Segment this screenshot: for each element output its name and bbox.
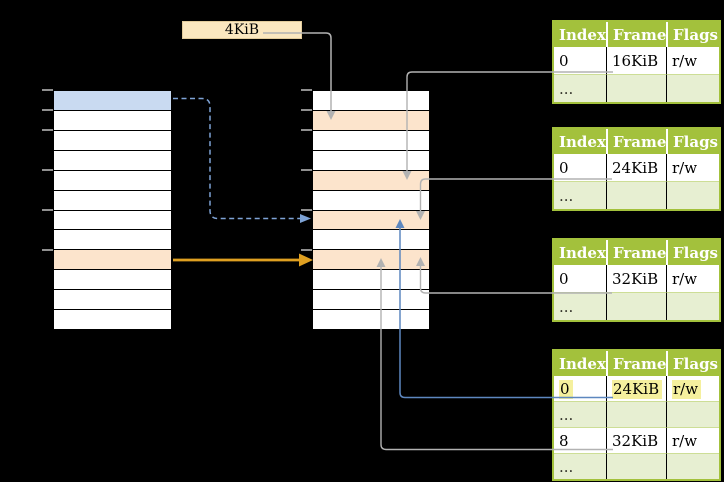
page-table-16kib-r0-c0: 0 xyxy=(554,47,606,74)
page-table-level2-row-3: ... xyxy=(554,453,719,479)
middle-memory-row-1 xyxy=(313,110,429,131)
column-header-frame: Frame xyxy=(606,22,666,47)
page-table-24kib-r0-c1: 24KiB xyxy=(606,154,666,181)
left-memory-tick xyxy=(42,169,53,171)
column-header-flags: Flags xyxy=(666,129,719,154)
middle-memory-row-0 xyxy=(313,91,429,111)
page-table-16kib-r1-c0: ... xyxy=(554,74,606,102)
page-table-16kib-r1-c2 xyxy=(666,74,719,102)
left-memory-row-11 xyxy=(54,310,171,330)
middle-memory-tick xyxy=(301,249,312,251)
page-table-level2-row-1: ... xyxy=(554,401,719,427)
middle-memory-row-10 xyxy=(313,290,429,311)
page-table-level2-r3-c0: ... xyxy=(554,453,606,479)
page-table-24kib-r1-c0: ... xyxy=(554,181,606,209)
page-table-16kib-r1-c1 xyxy=(606,74,666,102)
middle-memory-tick xyxy=(301,89,312,91)
page-table-24kib-r0-c2: r/w xyxy=(666,154,719,181)
middle-memory-tick xyxy=(301,209,312,211)
page-table-level2-r0-c0: 0 xyxy=(554,376,606,401)
page-table-level2-r2-c0: 8 xyxy=(554,427,606,453)
middle-memory-row-5 xyxy=(313,190,429,211)
page-table-level2-r3-c2 xyxy=(666,453,719,479)
page-table-32kib-r0-c2: r/w xyxy=(666,265,719,292)
page-table-level2-r0-c2: r/w xyxy=(666,376,719,401)
left-memory-row-2 xyxy=(54,130,171,151)
page-table-level2-r2-c2: r/w xyxy=(666,427,719,453)
left-memory-row-9 xyxy=(54,270,171,291)
left-memory-row-10 xyxy=(54,290,171,311)
page-table-32kib-r1-c0: ... xyxy=(554,292,606,320)
left-memory-tick xyxy=(42,129,53,131)
page-table-16kib-r0-c2: r/w xyxy=(666,47,719,74)
page-table-16kib-row-1: ... xyxy=(554,74,719,102)
page-table-16kib-r0-c1: 16KiB xyxy=(606,47,666,74)
middle-memory-tick xyxy=(301,109,312,111)
column-header-frame: Frame xyxy=(606,129,666,154)
column-header-flags: Flags xyxy=(666,351,719,376)
page-table-24kib-row-1: ... xyxy=(554,181,719,209)
column-header-frame: Frame xyxy=(606,240,666,265)
page-table-32kib-r1-c1 xyxy=(606,292,666,320)
column-header-flags: Flags xyxy=(666,240,719,265)
column-header-frame: Frame xyxy=(606,351,666,376)
middle-memory-row-9 xyxy=(313,270,429,291)
page-table-32kib-row-1: ... xyxy=(554,292,719,320)
left-memory-tick xyxy=(42,89,53,91)
arrow-virtual-to-physical-dashed-icon xyxy=(173,97,311,223)
page-table-level2-r0-c1: 24KiB xyxy=(606,376,666,401)
middle-memory-row-3 xyxy=(313,150,429,171)
middle-memory-row-6 xyxy=(313,210,429,231)
column-header-index: Index xyxy=(554,22,606,47)
page-size-label: 4KiB xyxy=(182,21,302,39)
page-table-32kib-r0-c0: 0 xyxy=(554,265,606,292)
page-table-32kib-r1-c2 xyxy=(666,292,719,320)
middle-memory-row-4 xyxy=(313,170,429,191)
virtual-memory-column xyxy=(53,90,172,330)
page-table-24kib-r1-c1 xyxy=(606,181,666,209)
left-memory-row-3 xyxy=(54,150,171,171)
page-table-32kib-r0-c1: 32KiB xyxy=(606,265,666,292)
middle-memory-row-8 xyxy=(313,250,429,271)
middle-memory-row-7 xyxy=(313,230,429,251)
middle-memory-row-2 xyxy=(313,130,429,151)
physical-memory-column xyxy=(312,90,430,330)
middle-memory-tick xyxy=(301,129,312,131)
page-table-level2-r1-c0: ... xyxy=(554,401,606,427)
page-table-level2-r1-c2 xyxy=(666,401,719,427)
left-memory-row-0 xyxy=(54,91,171,111)
column-header-index: Index xyxy=(554,240,606,265)
left-memory-row-1 xyxy=(54,110,171,131)
column-header-flags: Flags xyxy=(666,22,719,47)
left-memory-tick xyxy=(42,109,53,111)
page-table-24kib-r0-c0: 0 xyxy=(554,154,606,181)
page-table-level2-r2-c1: 32KiB xyxy=(606,427,666,453)
page-table-level2-r3-c1 xyxy=(606,453,666,479)
left-memory-row-7 xyxy=(54,230,171,251)
left-memory-row-4 xyxy=(54,170,171,191)
page-table-level2-r1-c1 xyxy=(606,401,666,427)
left-memory-tick xyxy=(42,209,53,211)
left-memory-tick xyxy=(42,249,53,251)
page-table-24kib-r1-c2 xyxy=(666,181,719,209)
column-header-index: Index xyxy=(554,351,606,376)
left-memory-row-5 xyxy=(54,190,171,211)
middle-memory-tick xyxy=(301,169,312,171)
left-memory-row-8 xyxy=(54,250,171,271)
column-header-index: Index xyxy=(554,129,606,154)
arrow-virtual-to-physical-orange-icon xyxy=(173,253,313,267)
left-memory-row-6 xyxy=(54,210,171,231)
middle-memory-row-11 xyxy=(313,310,429,330)
